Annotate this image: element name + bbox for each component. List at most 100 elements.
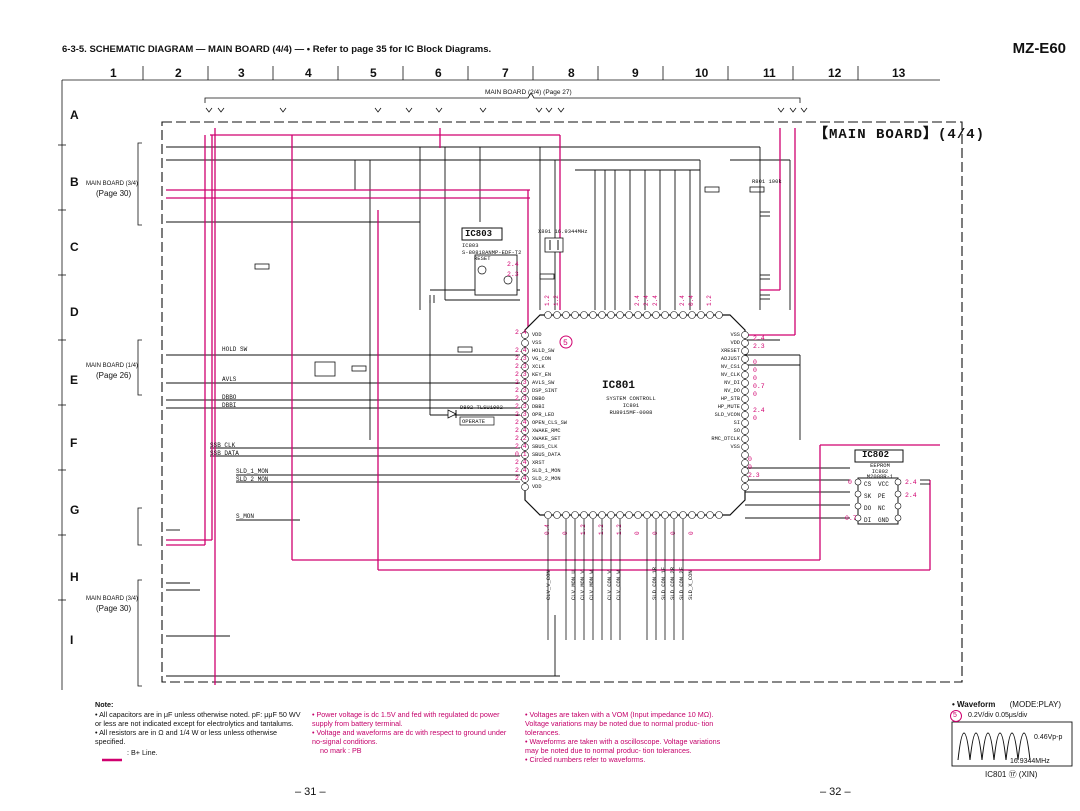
ref-left-h: MAIN BOARD (3/4) (Page 30) [86,595,138,613]
note-item: • Voltages are taken with a VOM (Input i… [525,710,714,737]
ref-left-h-page: (Page 30) [96,604,132,613]
pin-label: NV_CS1 [720,364,740,370]
svg-text:2.4: 2.4 [507,261,519,268]
svg-text:0: 0 [688,531,695,535]
pin-label: ADJUST [720,356,740,362]
ref-left-b-board: MAIN BOARD (3/4) [86,181,139,187]
signal-label: DBBI [222,402,237,409]
page-number-left: – 31 – [295,786,326,798]
svg-text:2.3: 2.3 [515,411,527,418]
signal-label: SSB CLK [210,442,236,449]
svg-text:0: 0 [753,359,757,366]
col-label: 2 [175,66,182,80]
pin-label: VSS [532,340,542,346]
svg-text:0: 0 [753,415,757,422]
pin-label: VDD [730,340,740,346]
ic801-desc-name: SYSTEM CONTROLL [606,395,656,402]
pin-label: NC [878,505,886,512]
pin-label: DSP_SINT [532,388,558,394]
svg-text:0.4: 0.4 [544,524,551,535]
svg-text:1.2: 1.2 [598,524,605,535]
svg-text:0: 0 [748,456,752,463]
ref-left-b: MAIN BOARD (3/4) (Page 30) [86,180,138,198]
col-label: 10 [695,66,709,80]
svg-text:2.3: 2.3 [515,363,527,370]
waveform-source: IC801 ⑰ (XIN) [985,770,1038,779]
svg-text:2.4: 2.4 [515,475,527,482]
svg-text:1.2: 1.2 [706,295,713,306]
svg-text:2.4: 2.4 [515,459,527,466]
svg-text:2.4: 2.4 [515,443,527,450]
ic802-desc-ref: IC802 [871,467,889,475]
svg-text:2.4: 2.4 [634,295,641,306]
svg-text:2.4: 2.4 [679,295,686,306]
svg-text:0: 0 [562,531,569,535]
pin-label: GND [878,517,889,524]
svg-text:2.3: 2.3 [515,371,527,378]
pin-label: XCLK [532,364,545,370]
svg-text:0: 0 [634,531,641,535]
col-label: 7 [502,66,509,80]
svg-text:0.7: 0.7 [753,383,765,390]
row-label: E [70,373,79,387]
pin-label: SO [733,428,740,434]
waveform-mode: (MODE:PLAY) [1009,700,1062,709]
svg-text:2.4: 2.4 [515,347,527,354]
signal-label: AVLS [222,376,237,383]
svg-text:1.2: 1.2 [616,524,623,535]
page-number-right: – 32 – [820,786,851,798]
signal-label: SLD_CON_2F [678,566,685,600]
signal-label: CLV_MON_V [579,570,586,600]
signal-label: SLD_CON_1R [651,566,658,600]
svg-text:2.4: 2.4 [643,295,650,306]
ic801-left-pins: VDD VSS HOLD_SW VG_CON XCLK KEY_EN AVLS_… [532,331,567,491]
pin-label: DI [864,517,872,524]
notes-col1: • All capacitors are in μF unless otherw… [95,710,305,757]
pin-label: SLD_1_MON [532,468,561,474]
col-label: 9 [632,66,639,80]
row-label: A [70,108,79,122]
svg-text:0: 0 [753,367,757,374]
pin-label: VSS [730,444,740,450]
svg-text:0: 0 [753,391,757,398]
svg-text:2.4: 2.4 [753,335,765,342]
notes-heading: Note: [95,700,114,709]
pin-label: VG_CON [532,356,552,362]
signal-label: SSB DATA [210,450,239,457]
crystal-label: X801 16.9344MHz [538,228,588,235]
svg-text:2.3: 2.3 [507,271,519,278]
ref-top-page: (Page 27) [543,89,572,96]
pin-label: XRST [532,460,545,466]
ref-left-h-board: MAIN BOARD (3/4) [86,596,139,602]
waveform-frequency: 16.9344MHz [1010,758,1050,765]
signal-label: CLV_V_CON [545,570,552,600]
signal-label: SLD_CON_2R [669,566,676,600]
svg-text:2.4: 2.4 [905,479,917,486]
svg-text:2.3: 2.3 [753,343,765,350]
waveform-header: • Waveform (MODE:PLAY) [952,700,1061,709]
signal-label: SLD_1_MON [236,468,269,475]
signal-label: CLV_MON_W [588,570,595,600]
signal-label: SLD_X_CON [687,570,694,600]
pin-label: OPR_LED [532,412,555,418]
col-label: 12 [828,66,842,80]
pin-label: HP_MUTE [717,404,740,410]
col-label: 1 [110,66,117,80]
col-label: 5 [370,66,377,80]
ic801-desc: SYSTEM CONTROLL IC801 RU8915MF-0008 [596,395,666,416]
ic803-reset-pin: RESET [474,255,491,262]
ic801-desc-ref: IC801 [622,402,640,409]
svg-text:2.3: 2.3 [515,387,527,394]
note-item: • All capacitors are in μF unless otherw… [95,710,301,728]
ref-left-b-page: (Page 30) [96,189,132,198]
waveform-title: • Waveform [952,700,996,709]
note-item: • Waveforms are taken with a oscilloscop… [525,737,721,755]
svg-text:0.7: 0.7 [845,515,857,522]
svg-text:0: 0 [848,479,852,486]
signal-label: SLD_CON_1F [660,566,667,600]
notes-col3: • Voltages are taken with a VOM (Input i… [525,710,725,764]
col-label: 11 [763,66,776,80]
r801-label: R801 100k [752,178,782,185]
pin-label: SI [733,420,740,426]
ic802-desc: EEPROM IC802 M2008R-1 [862,463,898,480]
